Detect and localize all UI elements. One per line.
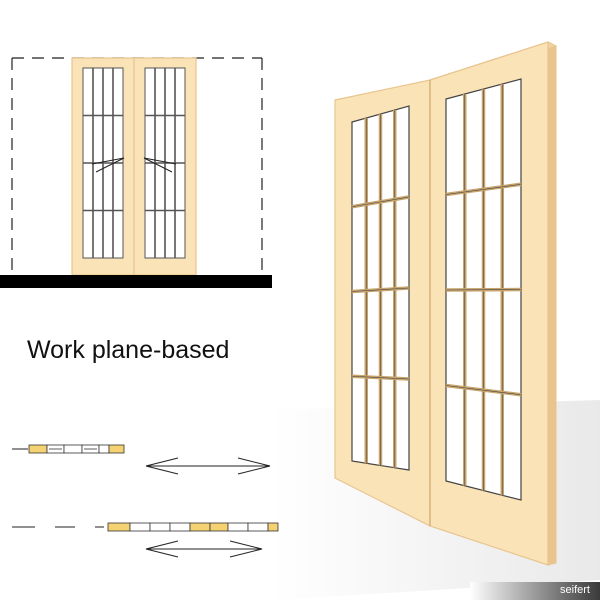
brand-label: seifert	[560, 584, 590, 596]
right-glass	[445, 78, 522, 501]
brand-bar	[470, 582, 600, 600]
plan-segment	[107, 522, 131, 532]
caption-label: Work plane-based	[27, 336, 230, 364]
double-arrow-icon	[145, 540, 263, 558]
plan-segment	[227, 522, 249, 532]
plan-segment	[267, 522, 279, 532]
right-door-leaf	[133, 57, 197, 276]
plan-segment	[63, 444, 83, 454]
swing-indicator	[91, 157, 177, 173]
double-arrow-icon	[145, 457, 271, 475]
plan-segment	[247, 522, 269, 532]
elevation-doors	[71, 57, 197, 276]
door-edge	[547, 41, 557, 566]
plan-segment	[28, 444, 48, 454]
plan-segment	[169, 522, 191, 532]
plan-segment	[129, 522, 151, 532]
left-glass	[351, 105, 410, 471]
plan-segment	[209, 522, 229, 532]
plan-segment	[189, 522, 211, 532]
door-elevation-icon	[0, 57, 272, 288]
door-plan-icon	[12, 444, 279, 558]
plan-segment	[149, 522, 171, 532]
left-door-leaf	[71, 57, 135, 276]
plan-segment	[98, 444, 110, 454]
door-plan-strip	[28, 444, 125, 454]
door-plan-strip	[107, 522, 279, 532]
plan-segment	[108, 444, 125, 454]
door-perspective-icon	[334, 41, 558, 566]
floor-line	[0, 275, 272, 288]
